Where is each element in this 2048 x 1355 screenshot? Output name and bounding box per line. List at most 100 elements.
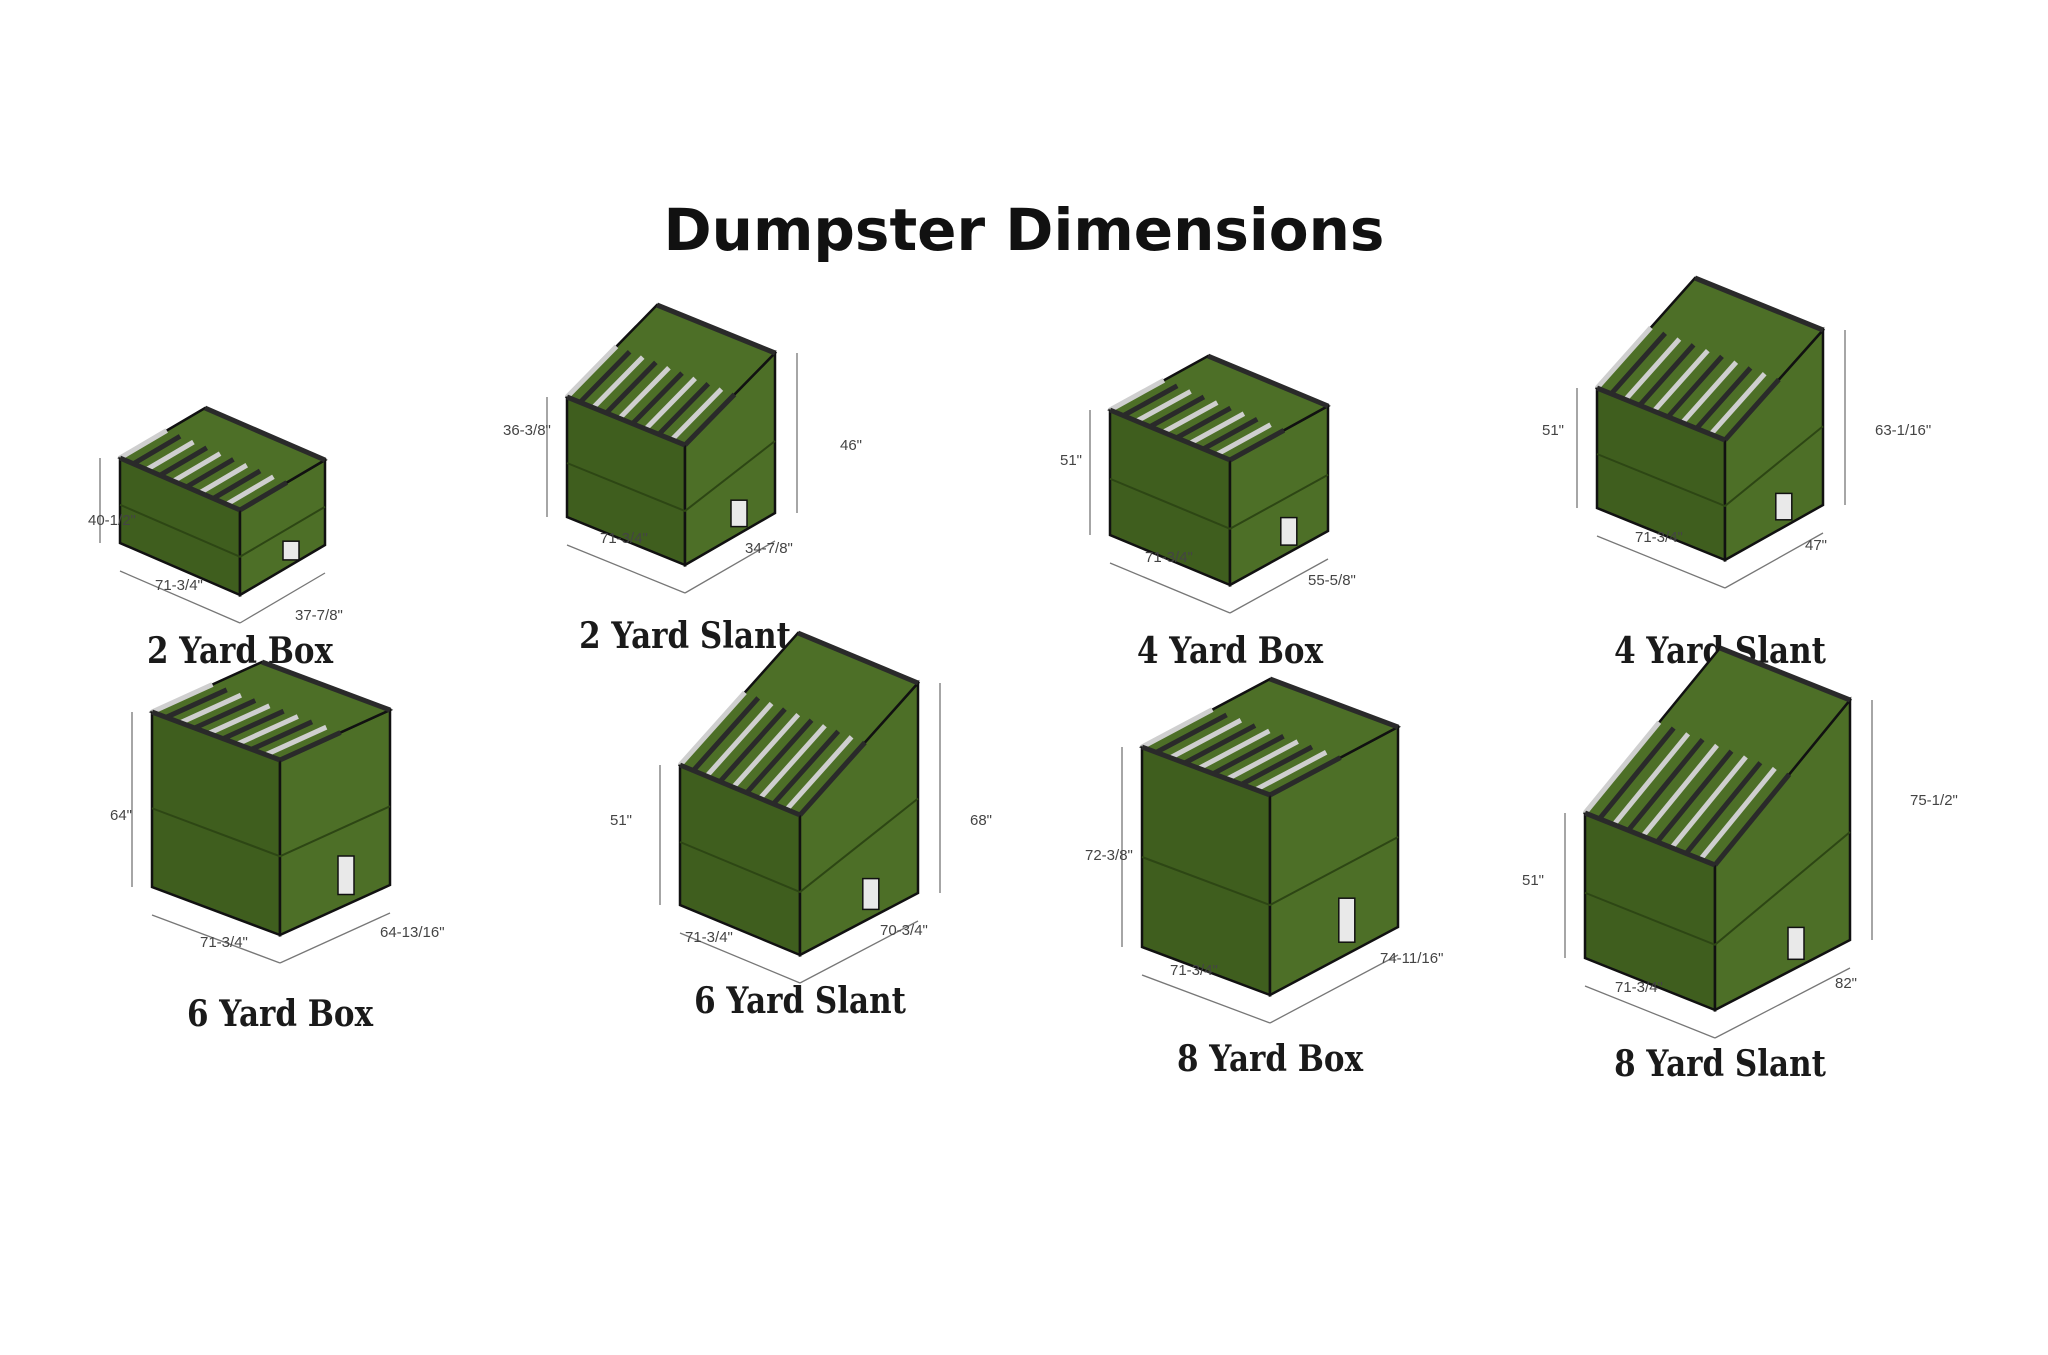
- lid-rib: [718, 707, 787, 784]
- lid-rib: [1583, 720, 1662, 815]
- front-height-dimension-label: 63-1/16": [1875, 422, 1931, 439]
- lid-rib: [1698, 766, 1777, 861]
- panel-seam: [1109, 473, 1329, 530]
- depth-dimension-label: 74-11/16": [1380, 950, 1443, 967]
- lid-rib: [1240, 744, 1314, 787]
- lid-rib: [1108, 378, 1166, 413]
- height-dimension-label: 51": [1060, 452, 1082, 469]
- lid-hinge: [119, 455, 241, 513]
- side-pocket: [862, 877, 880, 911]
- lid-rib: [643, 376, 697, 431]
- panel-seam: [119, 503, 326, 558]
- panel-seam: [1596, 425, 1824, 508]
- width-dimension-line: [1109, 562, 1231, 614]
- width-dimension-label: 71-3/4": [1615, 979, 1663, 996]
- front-height-dimension-label: 46": [840, 437, 862, 454]
- lid-rib: [1626, 738, 1705, 832]
- lid-rib: [236, 714, 299, 747]
- lid-rib: [1228, 428, 1286, 463]
- lid-rib: [691, 696, 761, 773]
- lid-rib: [771, 729, 841, 806]
- lid-rib: [1694, 366, 1753, 431]
- depth-dimension-label: 55-5/8": [1308, 572, 1356, 589]
- width-dimension-label: 71-3/4": [155, 577, 203, 594]
- lid-edge: [261, 659, 391, 713]
- dumpster-label: 6 Yard Slant: [694, 980, 906, 1022]
- depth-dimension-label: 47": [1805, 537, 1827, 554]
- dumpster-4-yard-box: 51"71-3/4"55-5/8" 4 Yard Box: [1040, 345, 1420, 675]
- lid-rib: [1597, 726, 1676, 821]
- lid-hinge: [1109, 407, 1231, 463]
- side-pocket: [730, 499, 748, 528]
- dumpster-8-yard-slant-drawing: 51"71-3/4"82"75-1/2": [1522, 645, 1958, 1039]
- lid-hinge: [1596, 385, 1726, 443]
- depth-dimension-label: 34-7/8": [745, 540, 793, 557]
- panel-seam: [1141, 836, 1399, 907]
- lid-rib: [1268, 755, 1342, 798]
- lid-rib: [145, 439, 195, 472]
- dumpster-2-yard-box-drawing: 40-1/2"71-3/4"37-7/8": [88, 405, 343, 624]
- dumpster-2-yard-box: 40-1/2"71-3/4"37-7/8" 2 Yard Box: [60, 390, 420, 690]
- lid-rib: [630, 371, 684, 426]
- lid-rib: [1135, 389, 1192, 424]
- lid-rib: [565, 344, 619, 399]
- dumpster-label: 8 Yard Slant: [1614, 1043, 1826, 1085]
- depth-dimension-line: [684, 540, 776, 594]
- lid-rib: [278, 730, 342, 763]
- depth-dimension-line: [799, 920, 919, 984]
- lid-rib: [1652, 348, 1710, 413]
- panel-seam: [1584, 831, 1851, 946]
- lid-rib: [1169, 718, 1243, 760]
- dumpster-2-yard-slant: 36-3/8"71-3/4"34-7/8"46" 2 Yard Slant: [495, 302, 875, 665]
- lid-rib: [1215, 422, 1272, 457]
- lid-rib: [165, 687, 228, 720]
- lid-rib: [179, 692, 242, 725]
- lid-rib: [118, 428, 169, 461]
- lid-rib: [193, 698, 257, 731]
- height-dimension-label: 51": [1542, 422, 1564, 439]
- side-pocket: [1280, 516, 1298, 546]
- front-height-dimension-label: 75-1/2": [1910, 792, 1958, 809]
- panel-seam: [566, 440, 776, 513]
- lid-rib: [1666, 354, 1724, 419]
- dumpster-6-yard-box-drawing: 64"71-3/4"64-13/16": [110, 659, 445, 964]
- lid-rib: [1655, 749, 1734, 844]
- lid-edge: [656, 302, 776, 356]
- lid-rib: [1162, 400, 1219, 435]
- depth-dimension-line: [239, 572, 326, 624]
- dumpster-label: 2 Yard Slant: [579, 615, 791, 657]
- lid-rib: [158, 445, 209, 478]
- depth-dimension-line: [1229, 558, 1329, 614]
- lid-rib: [1148, 394, 1206, 429]
- lid-rib: [198, 463, 249, 495]
- depth-dimension-line: [1724, 532, 1824, 589]
- lid-rib: [1637, 343, 1696, 407]
- side-pocket: [1775, 492, 1793, 521]
- lid-rib: [704, 701, 774, 778]
- lid-rib: [264, 724, 328, 757]
- lid-hinge: [151, 709, 281, 763]
- dumpster-label: 2 Yard Box: [146, 630, 334, 672]
- lid-rib: [1197, 728, 1271, 771]
- lid-rib: [784, 735, 854, 812]
- lid-rib: [1723, 377, 1781, 442]
- depth-dimension-label: 37-7/8": [295, 607, 343, 624]
- dumpster-8-yard-box: 72-3/8"71-3/4"74-11/16" 8 Yard Box: [1060, 676, 1480, 1090]
- lid-rib: [591, 355, 645, 410]
- width-dimension-label: 71-3/4": [600, 530, 648, 547]
- lid-rib: [1188, 411, 1246, 446]
- dumpster-8-yard-slant: 51"71-3/4"82"75-1/2" 8 Yard Slant: [1500, 645, 1958, 1090]
- lid-rib: [1202, 416, 1259, 452]
- lid-edge: [1269, 676, 1399, 730]
- lid-rib: [1684, 761, 1763, 856]
- dumpster-2-yard-slant-drawing: 36-3/8"71-3/4"34-7/8"46": [503, 302, 862, 594]
- lid-rib: [683, 392, 737, 447]
- lid-rib: [1122, 383, 1179, 418]
- lid-rib: [1609, 331, 1667, 396]
- width-dimension-line: [679, 932, 801, 984]
- lid-rib: [1595, 325, 1653, 390]
- dumpster-label: 8 Yard Box: [1176, 1038, 1364, 1080]
- dumpster-6-yard-box: 64"71-3/4"64-13/16" 6 Yard Box: [90, 659, 470, 1045]
- side-pocket: [337, 855, 355, 896]
- lid-edge: [1719, 645, 1851, 703]
